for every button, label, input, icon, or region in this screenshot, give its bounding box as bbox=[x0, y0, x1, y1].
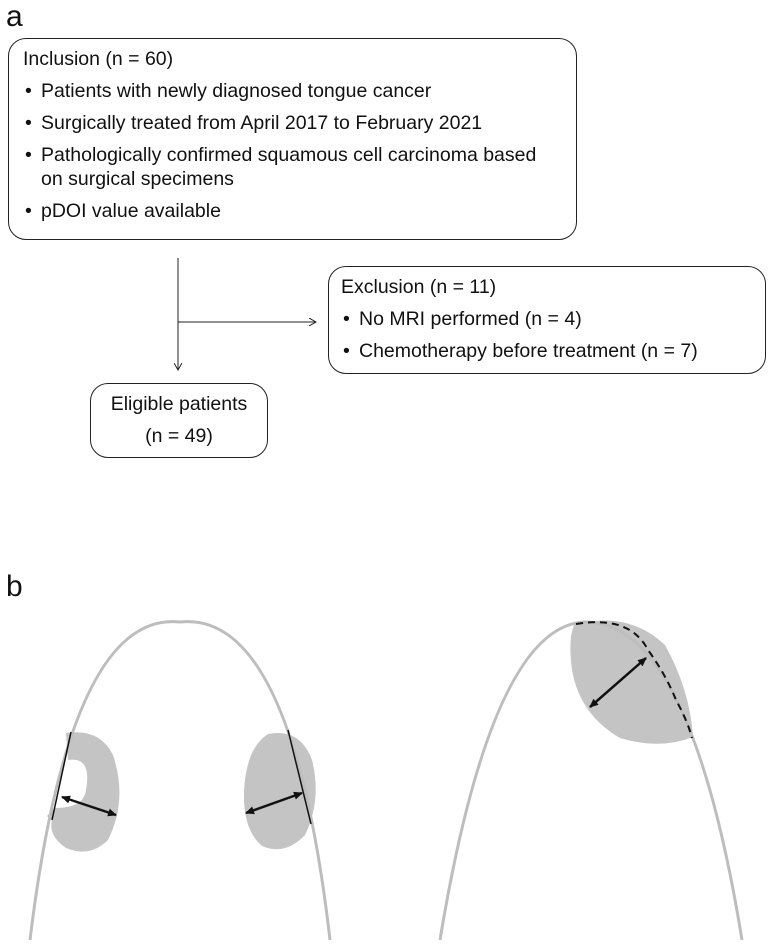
reference-line bbox=[51, 731, 72, 821]
panel-label-a: a bbox=[6, 0, 23, 33]
eligible-box: Eligible patients (n = 49) bbox=[90, 383, 268, 458]
inclusion-item: Patients with newly diagnosed tongue can… bbox=[23, 79, 562, 103]
inclusion-item: Pathologically confirmed squamous cell c… bbox=[23, 143, 561, 191]
depth-arrow bbox=[61, 795, 117, 817]
eligible-label: Eligible patients bbox=[110, 393, 248, 415]
exclusion-item: No MRI performed (n = 4) bbox=[341, 307, 753, 331]
depth-arrow bbox=[589, 657, 647, 708]
tumor-exophytic bbox=[47, 732, 120, 852]
exclusion-list: No MRI performed (n = 4) Chemotherapy be… bbox=[341, 307, 753, 363]
inclusion-title: Inclusion (n = 60) bbox=[23, 48, 174, 70]
inclusion-item: pDOI value available bbox=[23, 199, 562, 223]
exclusion-item: Chemotherapy before treatment (n = 7) bbox=[341, 339, 753, 363]
eligible-count: (n = 49) bbox=[145, 425, 213, 447]
tongue-left bbox=[28, 620, 332, 941]
exclusion-title: Exclusion (n = 11) bbox=[341, 276, 497, 298]
reference-dashed-line bbox=[575, 621, 693, 739]
tongue-outline-left bbox=[28, 620, 332, 941]
reference-line bbox=[287, 729, 312, 825]
panel-label-b: b bbox=[6, 570, 23, 603]
tongue-outline-right bbox=[438, 620, 744, 941]
exclusion-box: Exclusion (n = 11) No MRI performed (n =… bbox=[328, 266, 766, 374]
flow-arrows bbox=[0, 258, 770, 470]
tongue-right bbox=[438, 620, 744, 941]
depth-arrow bbox=[245, 791, 303, 815]
inclusion-list: Patients with newly diagnosed tongue can… bbox=[23, 79, 562, 223]
inclusion-item: Surgically treated from April 2017 to Fe… bbox=[23, 111, 562, 135]
inclusion-box: Inclusion (n = 60) Patients with newly d… bbox=[8, 38, 577, 240]
